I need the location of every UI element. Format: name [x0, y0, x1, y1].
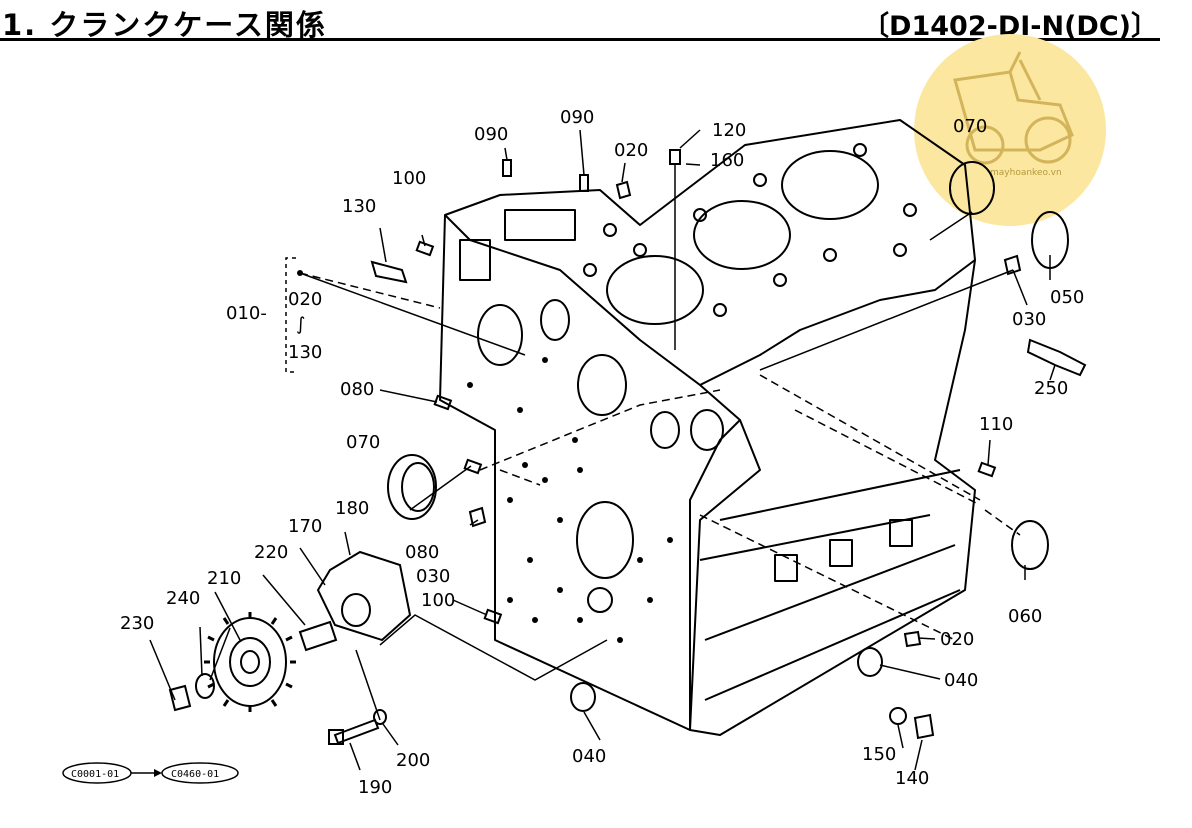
- part-label-030: 030: [416, 566, 450, 587]
- part-label-080: 080: [340, 379, 374, 400]
- part-label-040: 040: [572, 746, 606, 767]
- watermark-logo: mayhoankeo.vn: [914, 34, 1106, 226]
- part-label-250: 250: [1034, 378, 1068, 399]
- part-label-030: 030: [1012, 309, 1046, 330]
- part-label-080: 080: [405, 542, 439, 563]
- oil-seal-left: [387, 454, 437, 520]
- page-title: 1. クランクケース関係: [2, 8, 327, 42]
- loose-parts: [168, 149, 1087, 745]
- part-label-100: 100: [392, 168, 426, 189]
- part-label-060: 060: [1008, 606, 1042, 627]
- dashed-leaders: [299, 272, 1021, 641]
- oil-switch-250: [1026, 338, 1087, 377]
- sensor-130: [370, 260, 408, 284]
- part-label-140: 140: [895, 768, 929, 789]
- reference-tags: C0001-01 C0460-01: [62, 762, 239, 784]
- part-label-170: 170: [288, 516, 322, 537]
- group-label-mid: ∫: [296, 314, 305, 335]
- oil-seal-right: [949, 161, 995, 215]
- part-label-020: 020: [614, 140, 648, 161]
- group-bracket: [285, 257, 296, 373]
- front-face-holes: [467, 357, 673, 643]
- part-label-210: 210: [207, 568, 241, 589]
- part-labels: 010- 020 ∫ 130 020 020 030 030 040 040 0…: [120, 107, 1084, 798]
- engine-block: [439, 119, 976, 736]
- part-label-240: 240: [166, 588, 200, 609]
- part-label-160: 160: [710, 150, 744, 171]
- part-label-040: 040: [944, 670, 978, 691]
- gear-teeth: [204, 612, 296, 712]
- ref-from: C0001-01: [71, 769, 119, 780]
- leader-lines: [149, 129, 1056, 771]
- header-rule: [0, 38, 1160, 41]
- oil-pump: [316, 550, 412, 642]
- group-label-bottom: 130: [288, 342, 322, 363]
- part-label-190: 190: [358, 777, 392, 798]
- part-label-150: 150: [862, 744, 896, 765]
- watermark-text: mayhoankeo.vn: [990, 168, 1062, 178]
- part-label-020: 020: [940, 629, 974, 650]
- part-label-090: 090: [474, 124, 508, 145]
- ref-to: C0460-01: [171, 769, 219, 780]
- seal-060: [1011, 520, 1049, 570]
- part-label-180: 180: [335, 498, 369, 519]
- part-label-230: 230: [120, 613, 154, 634]
- part-label-070: 070: [346, 432, 380, 453]
- pump-gear-210: [213, 617, 287, 707]
- part-label-100: 100: [421, 590, 455, 611]
- part-label-200: 200: [396, 750, 430, 771]
- part-label-130: 130: [342, 196, 376, 217]
- part-label-070: 070: [953, 116, 987, 137]
- part-label-110: 110: [979, 414, 1013, 435]
- group-label-top: 020: [288, 289, 322, 310]
- part-label-050: 050: [1050, 287, 1084, 308]
- part-label-010: 010-: [226, 303, 267, 324]
- watermark-circle: [914, 34, 1106, 226]
- part-label-090: 090: [560, 107, 594, 128]
- part-label-220: 220: [254, 542, 288, 563]
- part-label-120: 120: [712, 120, 746, 141]
